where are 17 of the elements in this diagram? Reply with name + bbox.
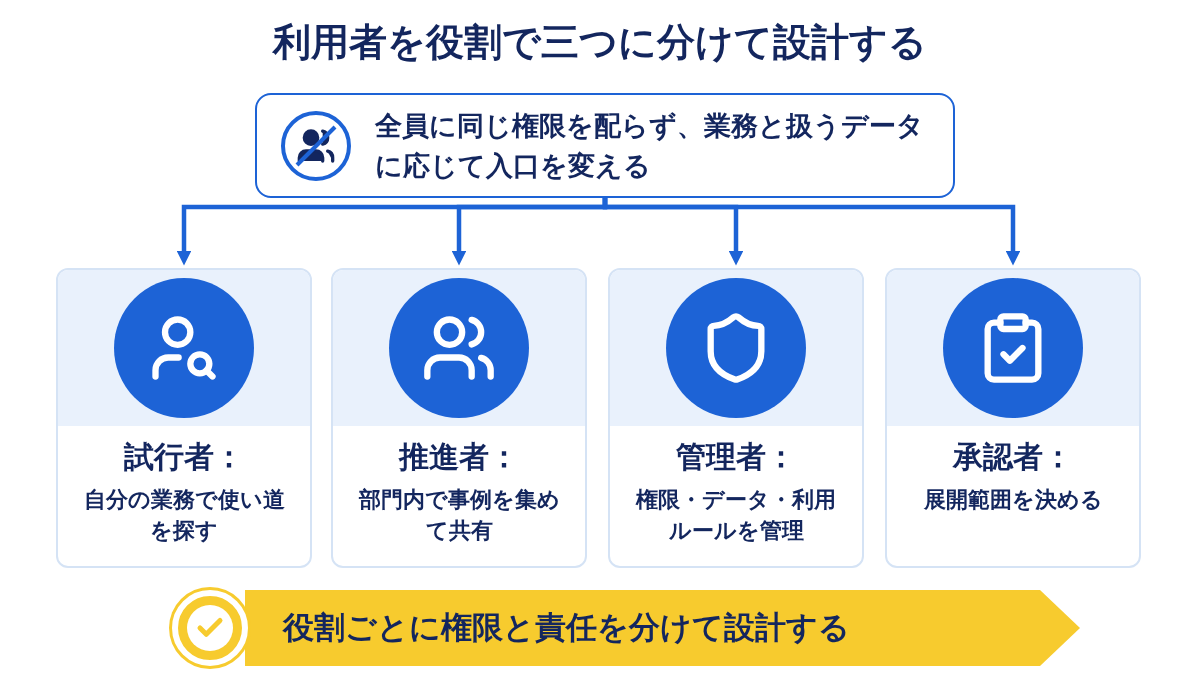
title: 利用者を役割で三つに分けて設計する [271, 19, 928, 66]
role-title: 管理者： [675, 438, 797, 476]
banner-text: 役割ごとに権限と責任を分けて設計する [283, 607, 850, 647]
role-description: 部門内で事例を集めて共有 [357, 485, 561, 546]
message-text: 全員に同じ権限を配らず、業務と扱うデータに応じて入口を変える [375, 109, 925, 183]
role-description: 展開範囲を決める [922, 485, 1104, 514]
role-card [885, 268, 1141, 568]
role-title: 承認者： [951, 438, 1074, 476]
role-description: 権限・データ・利用ルールを管理 [634, 485, 837, 546]
role-title: 推進者： [397, 438, 520, 476]
role-card [56, 268, 312, 568]
role-title: 試行者： [123, 438, 245, 476]
message-box [255, 93, 955, 198]
role-card [608, 268, 864, 568]
arrow [602, 198, 1021, 266]
role-description: 自分の業務で使い道を探す [82, 485, 286, 546]
role-card [331, 268, 587, 568]
